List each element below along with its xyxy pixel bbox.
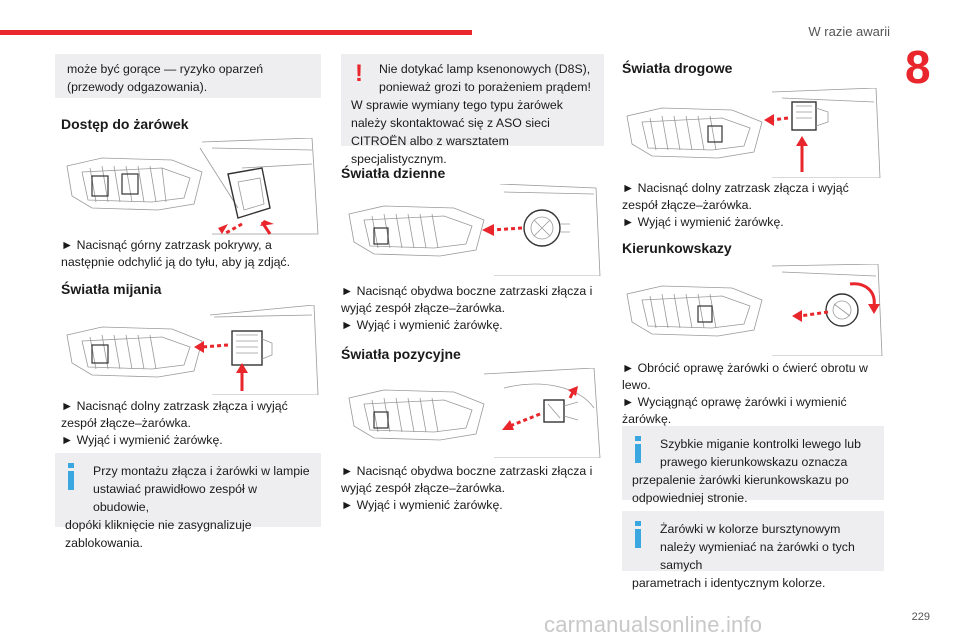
info-amber-text-rest: parametrach i identycznym kolorze. [632, 576, 826, 590]
text-drl-2: ► Wyjąć i wymienić żarówkę. [341, 318, 503, 332]
info-mounting-text: Przy montażu złącza i żarówki w lampie u… [93, 464, 310, 514]
text-position-1: ► Nacisnąć obydwa boczne zatrzaski złącz… [341, 464, 593, 495]
info-fast-blink-text-rest: przepalenie żarówki kierunkowskazu po od… [632, 473, 849, 505]
header-accent-bar [0, 30, 472, 35]
info-icon [632, 521, 644, 548]
info-box-fast-blink: Szybkie miganie kontrolki lewego lub pra… [622, 426, 884, 505]
info-fast-blink-text: Szybkie miganie kontrolki lewego lub pra… [660, 437, 861, 469]
figure-drl [348, 184, 601, 276]
warning-box-xenon: ! Nie dotykać lamp ksenonowych (D8S), po… [341, 54, 604, 166]
info-box-mounting: Przy montażu złącza i żarówki w lampie u… [55, 453, 321, 550]
continued-note-text: może być gorące — ryzyko oparzeń (przewo… [67, 62, 264, 94]
section-title: W razie awarii [808, 24, 890, 39]
figure-indicators [626, 264, 883, 356]
watermark: carmanualsonline.info [544, 612, 763, 637]
heading-drl: Światła dzienne [341, 165, 446, 181]
info-icon [632, 436, 644, 463]
warning-exclamation-icon: ! [355, 60, 363, 87]
text-indicators-1: ► Obrócić oprawę żarówki o ćwierć obrotu… [622, 361, 868, 392]
info-icon [65, 463, 77, 490]
text-position-2: ► Wyjąć i wymienić żarówkę. [341, 498, 503, 512]
heading-high-beam: Światła drogowe [622, 60, 733, 76]
heading-position: Światła pozycyjne [341, 346, 461, 362]
text-drl-1: ► Nacisnąć obydwa boczne zatrzaski złącz… [341, 284, 593, 315]
heading-indicators: Kierunkowskazy [622, 240, 732, 256]
info-box-amber-bulbs: Żarówki w kolorze bursztynowym należy wy… [622, 511, 884, 590]
text-access: ► Nacisnąć górny zatrzask pokrywy, a nas… [61, 238, 290, 269]
text-low-beam-1: ► Nacisnąć dolny zatrzask złącza i wyjąć… [61, 399, 288, 430]
heading-access: Dostęp do żarówek [61, 116, 189, 132]
heading-low-beam: Światła mijania [61, 281, 162, 297]
text-high-beam-2: ► Wyjąć i wymienić żarówkę. [622, 215, 784, 229]
page-number: 229 [911, 611, 930, 623]
continued-note-box: może być gorące — ryzyko oparzeń (przewo… [55, 54, 321, 98]
figure-low-beam [66, 305, 319, 395]
warning-xenon-text: Nie dotykać lamp ksenonowych (D8S), poni… [379, 62, 591, 94]
chapter-number: 8 [905, 41, 931, 93]
text-indicators-2: ► Wyciągnąć oprawę żarówki i wymienić ża… [622, 395, 847, 426]
text-high-beam-1: ► Nacisnąć dolny zatrzask złącza i wyjąć… [622, 181, 849, 212]
warning-xenon-text-rest: W sprawie wymiany tego typu żarówek nale… [351, 98, 563, 166]
figure-access-cover [66, 138, 319, 236]
text-low-beam-2: ► Wyjąć i wymienić żarówkę. [61, 433, 223, 447]
info-mounting-text-rest: dopóki kliknięcie nie zasygnalizuje zabl… [65, 518, 252, 550]
figure-high-beam [626, 88, 881, 178]
info-amber-text: Żarówki w kolorze bursztynowym należy wy… [660, 522, 855, 572]
figure-position [348, 368, 601, 458]
